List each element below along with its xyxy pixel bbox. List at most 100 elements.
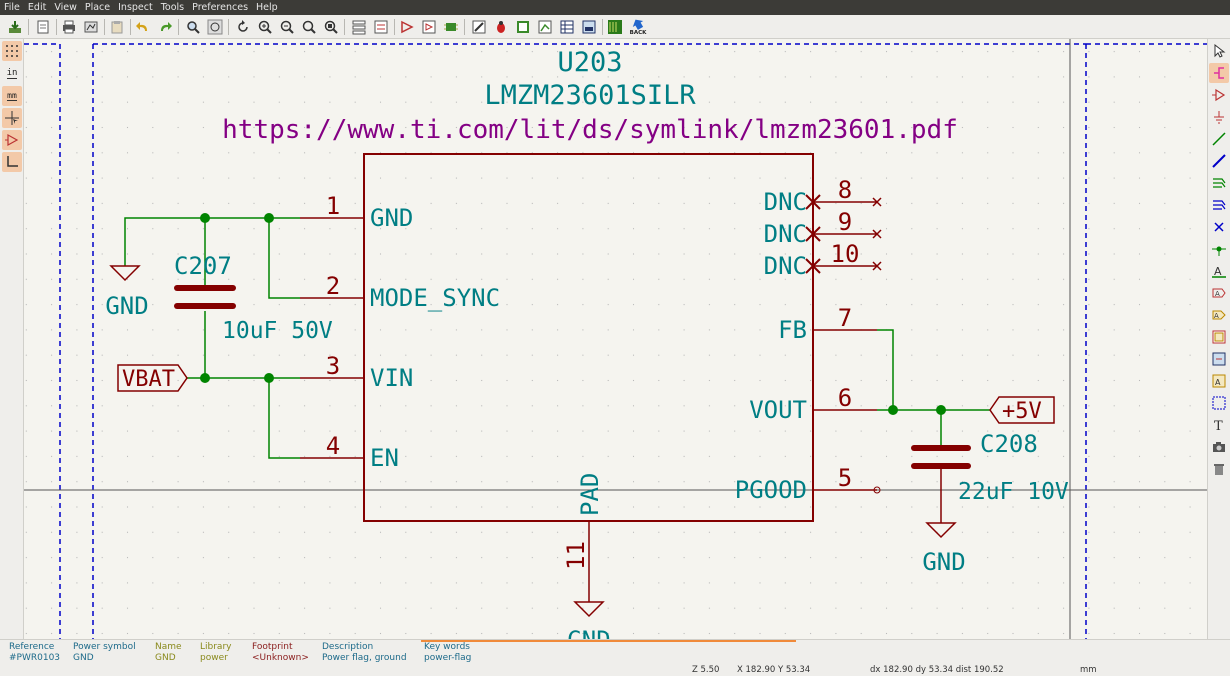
schematic-canvas[interactable]: U203 LMZM23601SILR https://www.ti.com/li… xyxy=(24,39,1207,639)
add-text-icon[interactable]: T xyxy=(1209,415,1229,435)
pin-11[interactable]: 11 PAD xyxy=(562,473,604,585)
v5-global-label[interactable]: +5V xyxy=(989,396,1055,424)
units-mm-button[interactable]: mm xyxy=(2,86,22,106)
menu-help[interactable]: Help xyxy=(256,2,278,13)
menu-view[interactable]: View xyxy=(54,2,77,13)
schematic-svg: U203 LMZM23601SILR https://www.ti.com/li… xyxy=(24,39,1207,639)
add-bus-icon[interactable] xyxy=(1209,151,1229,171)
svg-text:T: T xyxy=(1214,419,1223,432)
menu-place[interactable]: Place xyxy=(84,2,111,13)
pin-8[interactable]: 8 DNC xyxy=(764,176,882,216)
c208-value: 22uF 10V xyxy=(958,479,1069,505)
menu-tools[interactable]: Tools xyxy=(160,2,185,13)
undo-icon[interactable] xyxy=(134,18,152,36)
pin-name: VOUT xyxy=(749,396,807,424)
pin-number: 2 xyxy=(326,272,340,300)
add-junction-icon[interactable] xyxy=(1209,239,1229,259)
menu-preferences[interactable]: Preferences xyxy=(192,2,249,13)
wire-to-bus-entry-icon[interactable] xyxy=(1209,173,1229,193)
pin-5[interactable]: 5 PGOOD xyxy=(735,464,881,504)
pin-4[interactable]: 4 EN xyxy=(300,432,399,472)
pin-name: FB xyxy=(778,316,807,344)
symbol-datasheet[interactable]: https://www.ti.com/lit/ds/symlink/lmzm23… xyxy=(222,115,958,145)
annotate-icon[interactable] xyxy=(470,18,488,36)
gnd-symbol-left[interactable]: GND xyxy=(105,265,149,320)
add-image-icon[interactable] xyxy=(1209,437,1229,457)
capacitor-c208[interactable]: C208 22uF 10V xyxy=(911,430,1069,523)
pin-6[interactable]: 6 VOUT xyxy=(749,384,877,424)
no-connect-icon[interactable] xyxy=(1209,217,1229,237)
zoom-out-icon[interactable] xyxy=(278,18,296,36)
wire-angle-icon[interactable] xyxy=(2,152,22,172)
pin-3[interactable]: 3 VIN xyxy=(300,352,413,392)
gnd-symbol-pad[interactable]: GND xyxy=(567,585,611,639)
erc-icon[interactable] xyxy=(492,18,510,36)
units-inches-button[interactable]: in xyxy=(2,64,22,84)
footprint-editor-icon[interactable] xyxy=(442,18,460,36)
hierarchy-icon[interactable] xyxy=(350,18,368,36)
add-power-icon[interactable] xyxy=(1209,107,1229,127)
menu-bar: File Edit View Place Inspect Tools Prefe… xyxy=(0,0,1230,15)
highlight-net-icon[interactable] xyxy=(1209,63,1229,83)
capacitor-c207[interactable]: C207 10uF 50V xyxy=(174,252,333,344)
no-connect-flag xyxy=(805,258,821,274)
gnd-symbol-right[interactable]: GND xyxy=(922,522,966,576)
zoom-fit-icon[interactable] xyxy=(300,18,318,36)
grid-toggle-icon[interactable] xyxy=(2,41,22,61)
import-sheet-pin-icon[interactable] xyxy=(1209,349,1229,369)
zoom-in-icon[interactable] xyxy=(256,18,274,36)
add-wire-icon[interactable] xyxy=(1209,129,1229,149)
junctions-left xyxy=(200,213,274,383)
select-tool-icon[interactable] xyxy=(1209,41,1229,61)
add-sheet-pin-icon[interactable]: A xyxy=(1209,371,1229,391)
pin-number: 10 xyxy=(831,240,860,268)
add-sheet-icon[interactable] xyxy=(1209,327,1229,347)
symbol-reference[interactable]: U203 xyxy=(557,47,622,78)
add-graphic-line-icon[interactable] xyxy=(1209,393,1229,413)
symbol-value[interactable]: LMZM23601SILR xyxy=(484,80,696,111)
symbol-editor-icon[interactable] xyxy=(398,18,416,36)
page-settings-icon[interactable] xyxy=(34,18,52,36)
vbat-global-label[interactable]: VBAT xyxy=(117,364,188,392)
paste-icon[interactable] xyxy=(108,18,126,36)
leave-sheet-icon[interactable] xyxy=(372,18,390,36)
add-hier-label-icon[interactable]: A xyxy=(1209,305,1229,325)
save-icon[interactable] xyxy=(6,18,24,36)
gnd-label: GND xyxy=(105,292,148,320)
pin-7[interactable]: 7 FB xyxy=(778,304,877,344)
plot-icon[interactable] xyxy=(82,18,100,36)
menu-edit[interactable]: Edit xyxy=(27,2,47,13)
bom-icon[interactable] xyxy=(558,18,576,36)
menu-file[interactable]: File xyxy=(4,2,20,13)
cursor-shape-icon[interactable] xyxy=(2,108,22,128)
symbol-browser-icon[interactable] xyxy=(420,18,438,36)
bus-to-bus-entry-icon[interactable] xyxy=(1209,195,1229,215)
back-button[interactable]: BACK xyxy=(628,16,648,38)
find-icon[interactable] xyxy=(184,18,202,36)
refresh-icon[interactable] xyxy=(234,18,252,36)
v5-label: +5V xyxy=(1002,399,1042,424)
pin-name: PGOOD xyxy=(735,476,807,504)
add-symbol-icon[interactable] xyxy=(1209,85,1229,105)
delete-tool-icon[interactable] xyxy=(1209,459,1229,479)
pcb-editor-icon[interactable] xyxy=(606,18,624,36)
pin-number: 9 xyxy=(838,208,852,236)
menu-inspect[interactable]: Inspect xyxy=(118,2,153,13)
redo-icon[interactable] xyxy=(156,18,174,36)
zoom-selection-icon[interactable] xyxy=(322,18,340,36)
print-icon[interactable] xyxy=(60,18,78,36)
find-replace-icon[interactable] xyxy=(206,18,224,36)
add-label-icon[interactable]: A xyxy=(1209,261,1229,281)
hidden-pins-icon[interactable] xyxy=(2,130,22,150)
pin-9[interactable]: 9 DNC xyxy=(764,208,882,248)
netlist-icon[interactable] xyxy=(536,18,554,36)
pin-number: 1 xyxy=(326,192,340,220)
pin-1[interactable]: 1 GND xyxy=(300,192,413,232)
pin-2[interactable]: 2 MODE_SYNC xyxy=(300,272,500,312)
assign-footprints-icon[interactable] xyxy=(514,18,532,36)
pin-10[interactable]: 10 DNC xyxy=(764,240,882,280)
bus-definitions-icon[interactable] xyxy=(580,18,598,36)
add-global-label-icon[interactable]: A xyxy=(1209,283,1229,303)
pin-number: 5 xyxy=(838,464,852,492)
units-readout: mm xyxy=(1080,665,1097,675)
